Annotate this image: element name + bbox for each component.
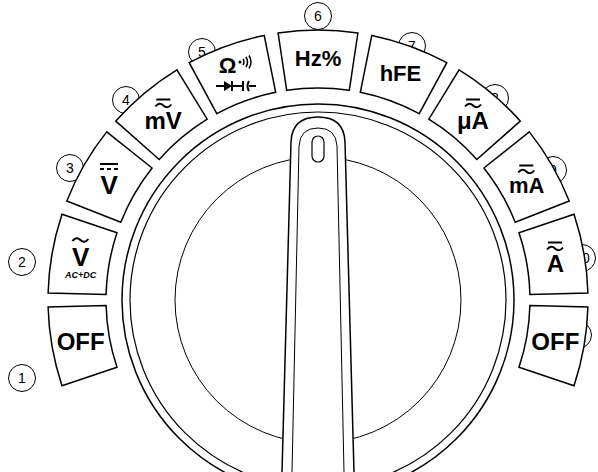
callout-number: 6 <box>314 8 322 24</box>
diode-capacitor-symbol <box>216 79 256 93</box>
dial-segment: A <box>517 212 590 297</box>
ac-symbol <box>71 236 91 244</box>
continuity-symbol <box>238 55 252 69</box>
range-label: V <box>72 244 89 270</box>
callout-number: 2 <box>18 254 26 270</box>
pointer-inner-edge <box>292 128 344 472</box>
callout-number: 1 <box>18 370 26 386</box>
range-label: Hz% <box>295 48 341 70</box>
dc-symbol <box>98 162 120 172</box>
acdc-symbol <box>153 98 173 109</box>
dial-segment: hFE <box>358 33 449 116</box>
dial-segment: mA <box>481 129 572 225</box>
range-label: mA <box>509 174 544 196</box>
pointer-slot <box>312 136 324 162</box>
range-label: OFF <box>57 330 105 354</box>
knob-rim <box>122 104 514 472</box>
range-label: A <box>547 252 564 276</box>
acdc-symbol <box>545 241 565 252</box>
callout-circle: 1 <box>8 364 36 392</box>
callout-circle: 6 <box>304 2 332 30</box>
dial-segment: OFF <box>46 303 119 388</box>
dial-segment: Ω <box>187 33 278 116</box>
acdc-symbol <box>517 163 537 174</box>
dial-segment: OFF <box>517 303 590 388</box>
dial-segment: mV <box>113 67 210 162</box>
range-label: V <box>101 172 118 198</box>
range-label: μA <box>457 109 489 133</box>
knob-ring <box>130 112 506 472</box>
range-label: mV <box>144 109 181 133</box>
callout-number: 3 <box>66 160 74 176</box>
callout-circle: 2 <box>8 248 36 276</box>
range-label: hFE <box>380 63 422 85</box>
acdc-symbol <box>463 98 483 109</box>
range-sublabel: AC+DC <box>65 271 96 280</box>
callout-number: 4 <box>122 92 130 108</box>
dial-segment: Hz% <box>276 28 360 93</box>
dial-segment: VAC+DC <box>46 212 119 297</box>
range-label: Ω <box>219 55 237 77</box>
range-label: OFF <box>531 330 579 354</box>
knob-pointer <box>282 117 354 472</box>
